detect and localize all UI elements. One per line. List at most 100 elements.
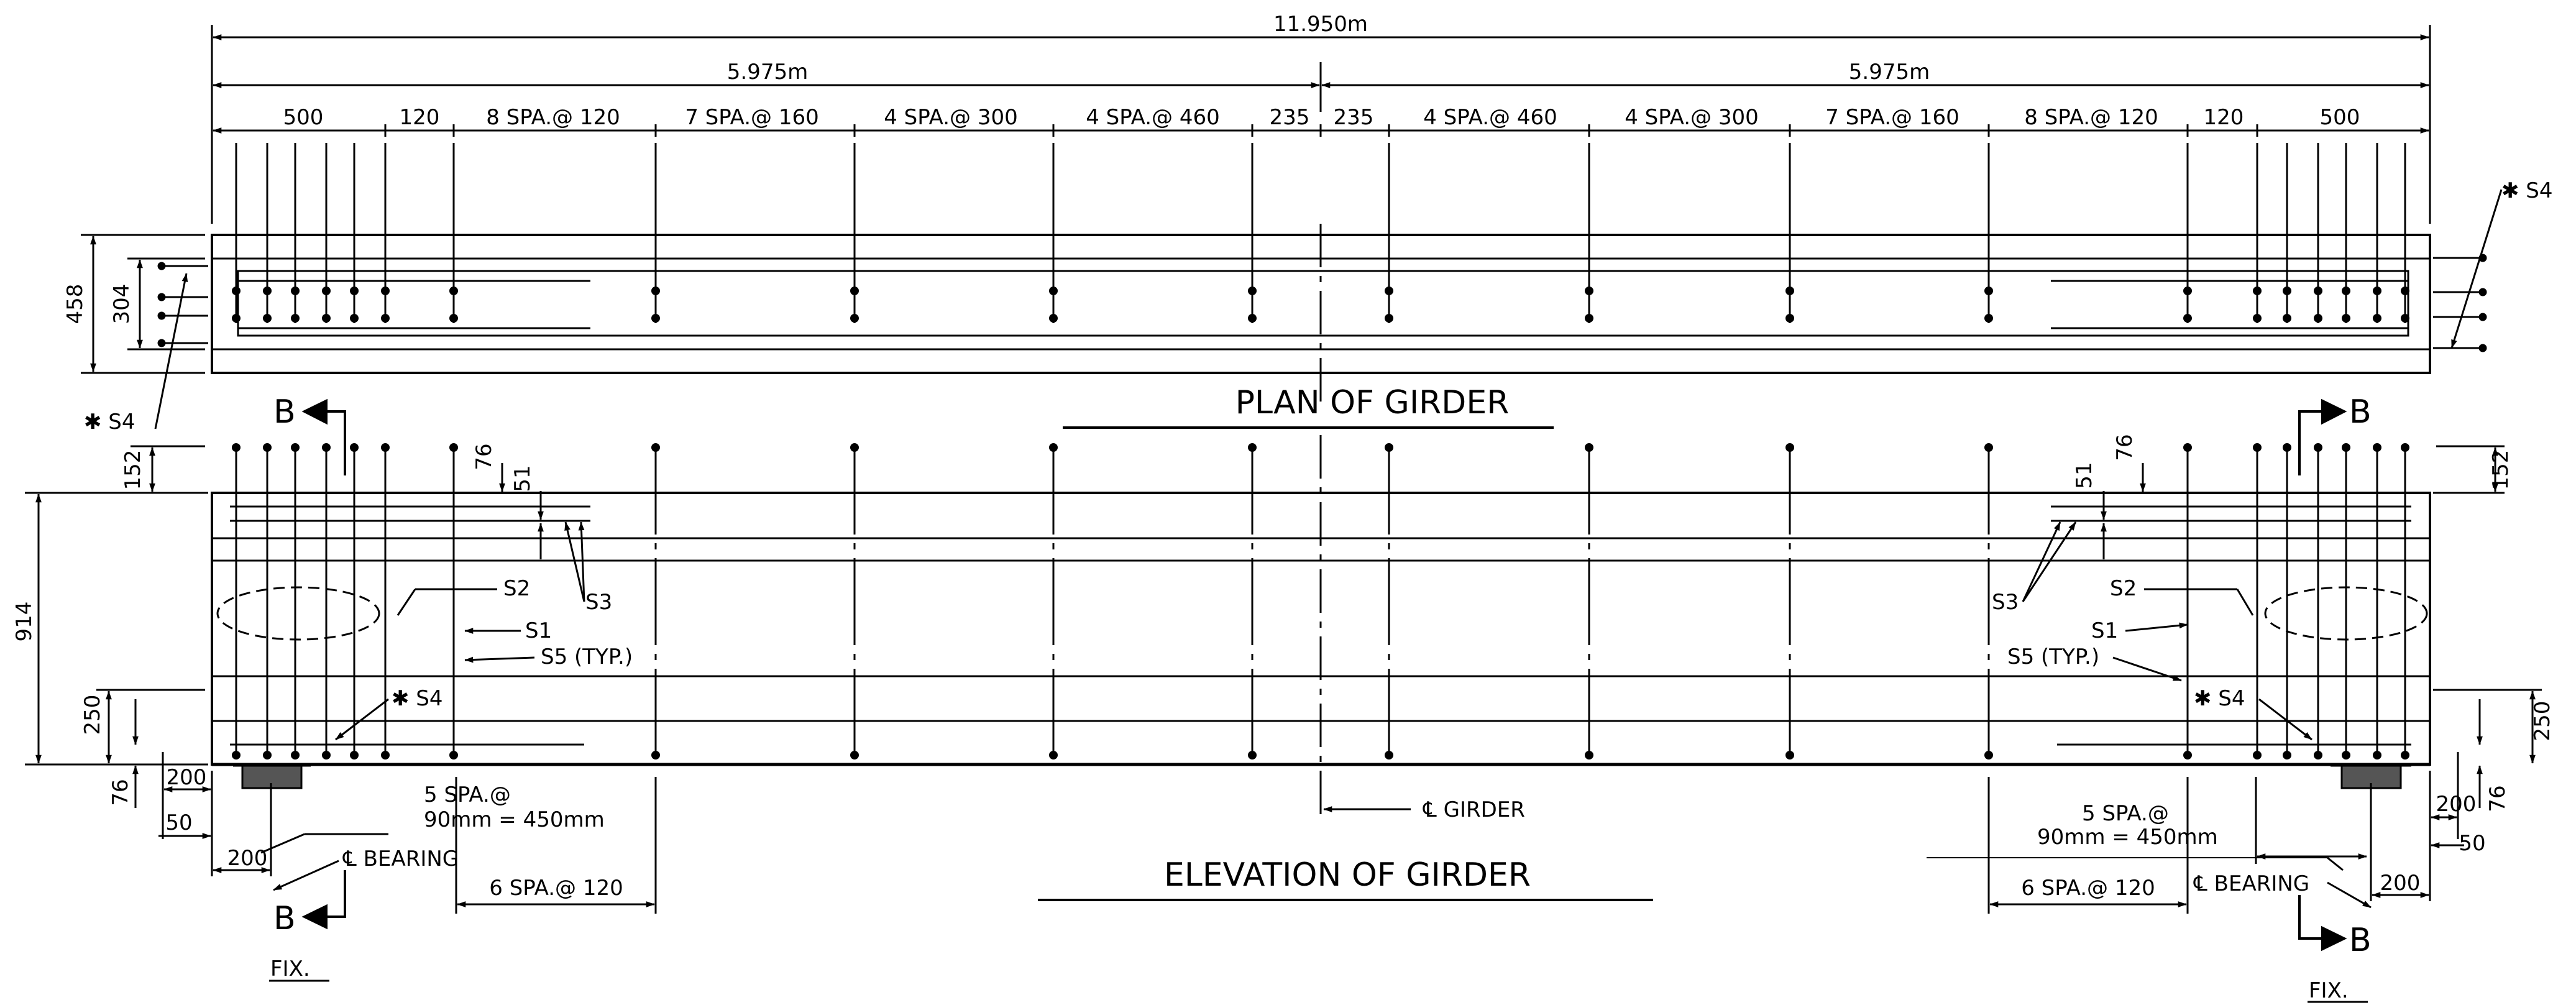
- s4-label-plan-right: ✱ S4: [2501, 178, 2553, 203]
- plan-stirrup-dot-bottom: [1785, 314, 1794, 323]
- plan-stirrup-dot-bottom: [2183, 314, 2192, 323]
- section-b-top-right: B: [2349, 393, 2372, 431]
- plan-width-outer: 458: [63, 284, 88, 324]
- elevation-stirrup-dot-bottom: [1585, 751, 1593, 759]
- elevation-stirrup-dot-top: [2183, 443, 2192, 452]
- dim-250-left-text: 250: [80, 695, 105, 735]
- plan-stirrup-dot-bottom: [291, 314, 300, 323]
- elevation-stirrup-dot-bottom: [1785, 751, 1794, 759]
- elevation-stirrup-dot-top: [381, 443, 390, 452]
- spa5-left-leader: [260, 833, 388, 854]
- plan-stirrup-dot-top: [850, 287, 859, 295]
- bearing-label-right: ℄ BEARING: [2193, 871, 2309, 896]
- s2-label-left: S2: [503, 576, 530, 601]
- plan-stirrup-dot-top: [232, 287, 241, 295]
- elevation-stirrup-dot-top: [322, 443, 331, 452]
- elevation-stirrup-dot-bottom: [2183, 751, 2192, 759]
- elevation-title: ELEVATION OF GIRDER: [1164, 856, 1531, 894]
- spacing-right-1: 235: [1334, 105, 1374, 130]
- spa5-right-dim: [1927, 777, 2367, 871]
- elevation-stirrup-dot-bottom: [291, 751, 300, 759]
- dim-200-b-right: 200: [2380, 871, 2421, 896]
- section-mark-b-bot-left: [301, 870, 346, 930]
- dim-200-50-right: [2370, 752, 2464, 901]
- dim-51-right-text: 51: [2072, 462, 2097, 489]
- s5-label-left: S5 (TYP.): [541, 645, 633, 669]
- elevation-stirrup-dot-top: [232, 443, 241, 452]
- plan-stirrup-dot-bottom: [1984, 314, 1993, 323]
- plan-stirrup-dot-top: [2183, 287, 2192, 295]
- plan-stirrup-dot-top: [2314, 287, 2322, 295]
- dim-152-right-text: 152: [2488, 450, 2513, 490]
- plan-stirrup-dot-bottom: [850, 314, 859, 323]
- section-mark-b-top-left: [301, 398, 346, 475]
- bearing-leader-right: [2327, 881, 2372, 909]
- plan-stirrup-dot-top: [2342, 287, 2350, 295]
- callout-leaders-left: [335, 521, 585, 741]
- dim-250-right: [2433, 689, 2542, 764]
- plan-stirrup-dot-bottom: [1248, 314, 1257, 323]
- elevation-stirrup-dot-bottom: [449, 751, 458, 759]
- elevation-stirrup-dot-top: [2373, 443, 2381, 452]
- s1-label-right: S1: [2091, 618, 2118, 643]
- spacing-left-6: 4 SPA.@ 460: [1086, 105, 1220, 130]
- plan-dimensions: [211, 25, 2431, 224]
- elevation-stirrup-dot-top: [350, 443, 359, 452]
- plan-stirrup-dot-bottom: [449, 314, 458, 323]
- spa5-right-line2: 90mm = 450mm: [2037, 825, 2218, 850]
- spacing-left-3: 8 SPA.@ 120: [486, 105, 620, 130]
- elevation-stirrup-dot-bottom: [1984, 751, 1993, 759]
- dim-152-right: [2433, 445, 2505, 494]
- spa5-left-line1: 5 SPA.@: [424, 782, 511, 807]
- elevation-stirrup-dot-top: [1585, 443, 1593, 452]
- elevation-stirrup-dot-bottom: [1248, 751, 1257, 759]
- elevation-stirrup-dot-top: [1984, 443, 1993, 452]
- s3-label-right: S3: [1992, 590, 2019, 615]
- elevation-stirrup-dot-top: [850, 443, 859, 452]
- dim-76-top-right-text: 76: [2112, 434, 2137, 461]
- plan-stirrup-dot-top: [1248, 287, 1257, 295]
- plan-stirrup-dot-bottom: [1585, 314, 1593, 323]
- plan-stirrup-dot-bottom: [2401, 314, 2409, 323]
- elevation-stirrup-dot-top: [449, 443, 458, 452]
- spacing-right-5: 8 SPA.@ 120: [2024, 105, 2158, 130]
- plan-stirrup-dot-top: [2401, 287, 2409, 295]
- section-b-top-left: B: [273, 393, 296, 431]
- section-mark-b-bot-right: [2298, 895, 2347, 952]
- dim-50-right: 50: [2459, 831, 2485, 856]
- dim-50-left: 50: [165, 810, 192, 835]
- elevation-stirrup-dot-top: [2342, 443, 2350, 452]
- spacing-right-7: 500: [2320, 105, 2360, 130]
- fix-label-right: FIX.: [2309, 978, 2349, 1003]
- plan-stirrup-dot-bottom: [263, 314, 272, 323]
- dim-250-right-text: 250: [2530, 701, 2555, 741]
- dim-76-bot-right-text: 76: [2485, 785, 2510, 812]
- plan-stirrup-dot-top: [2283, 287, 2291, 295]
- dim-76-bot-left-text: 76: [108, 779, 133, 805]
- plan-stirrup-dot-top: [651, 287, 660, 295]
- s4-label-plan-left: ✱ S4: [84, 410, 135, 434]
- plan-stirrup-dot-bottom: [350, 314, 359, 323]
- plan-title: PLAN OF GIRDER: [1235, 384, 1510, 421]
- s5-label-right: S5 (TYP.): [2007, 645, 2099, 669]
- spacing-left-2: 120: [400, 105, 440, 130]
- plan-stirrup-dot-bottom: [1049, 314, 1058, 323]
- spacing-right-3: 4 SPA.@ 300: [1625, 105, 1759, 130]
- s1-label-left: S1: [525, 618, 552, 643]
- bearing-label-left: ℄ BEARING: [342, 847, 459, 871]
- plan-stirrup-dot-bottom: [651, 314, 660, 323]
- plan-width-dims: [81, 234, 205, 374]
- elevation-stirrup-dot-top: [1785, 443, 1794, 452]
- plan-stirrup-dot-top: [1785, 287, 1794, 295]
- callout-leaders-right: [2022, 521, 2312, 741]
- plan-stirrup-dot-top: [350, 287, 359, 295]
- plan-stirrup-dot-bottom: [2253, 314, 2262, 323]
- elevation-stirrup-dot-top: [2314, 443, 2322, 452]
- plan-stirrup-dot-top: [1385, 287, 1393, 295]
- elevation-stirrup-dot-top: [291, 443, 300, 452]
- spacing-left-4: 7 SPA.@ 160: [685, 105, 819, 130]
- elevation-stirrup-dot-bottom: [2401, 751, 2409, 759]
- plan-stirrup-dot-bottom: [2314, 314, 2322, 323]
- elevation-stirrup-dot-bottom: [350, 751, 359, 759]
